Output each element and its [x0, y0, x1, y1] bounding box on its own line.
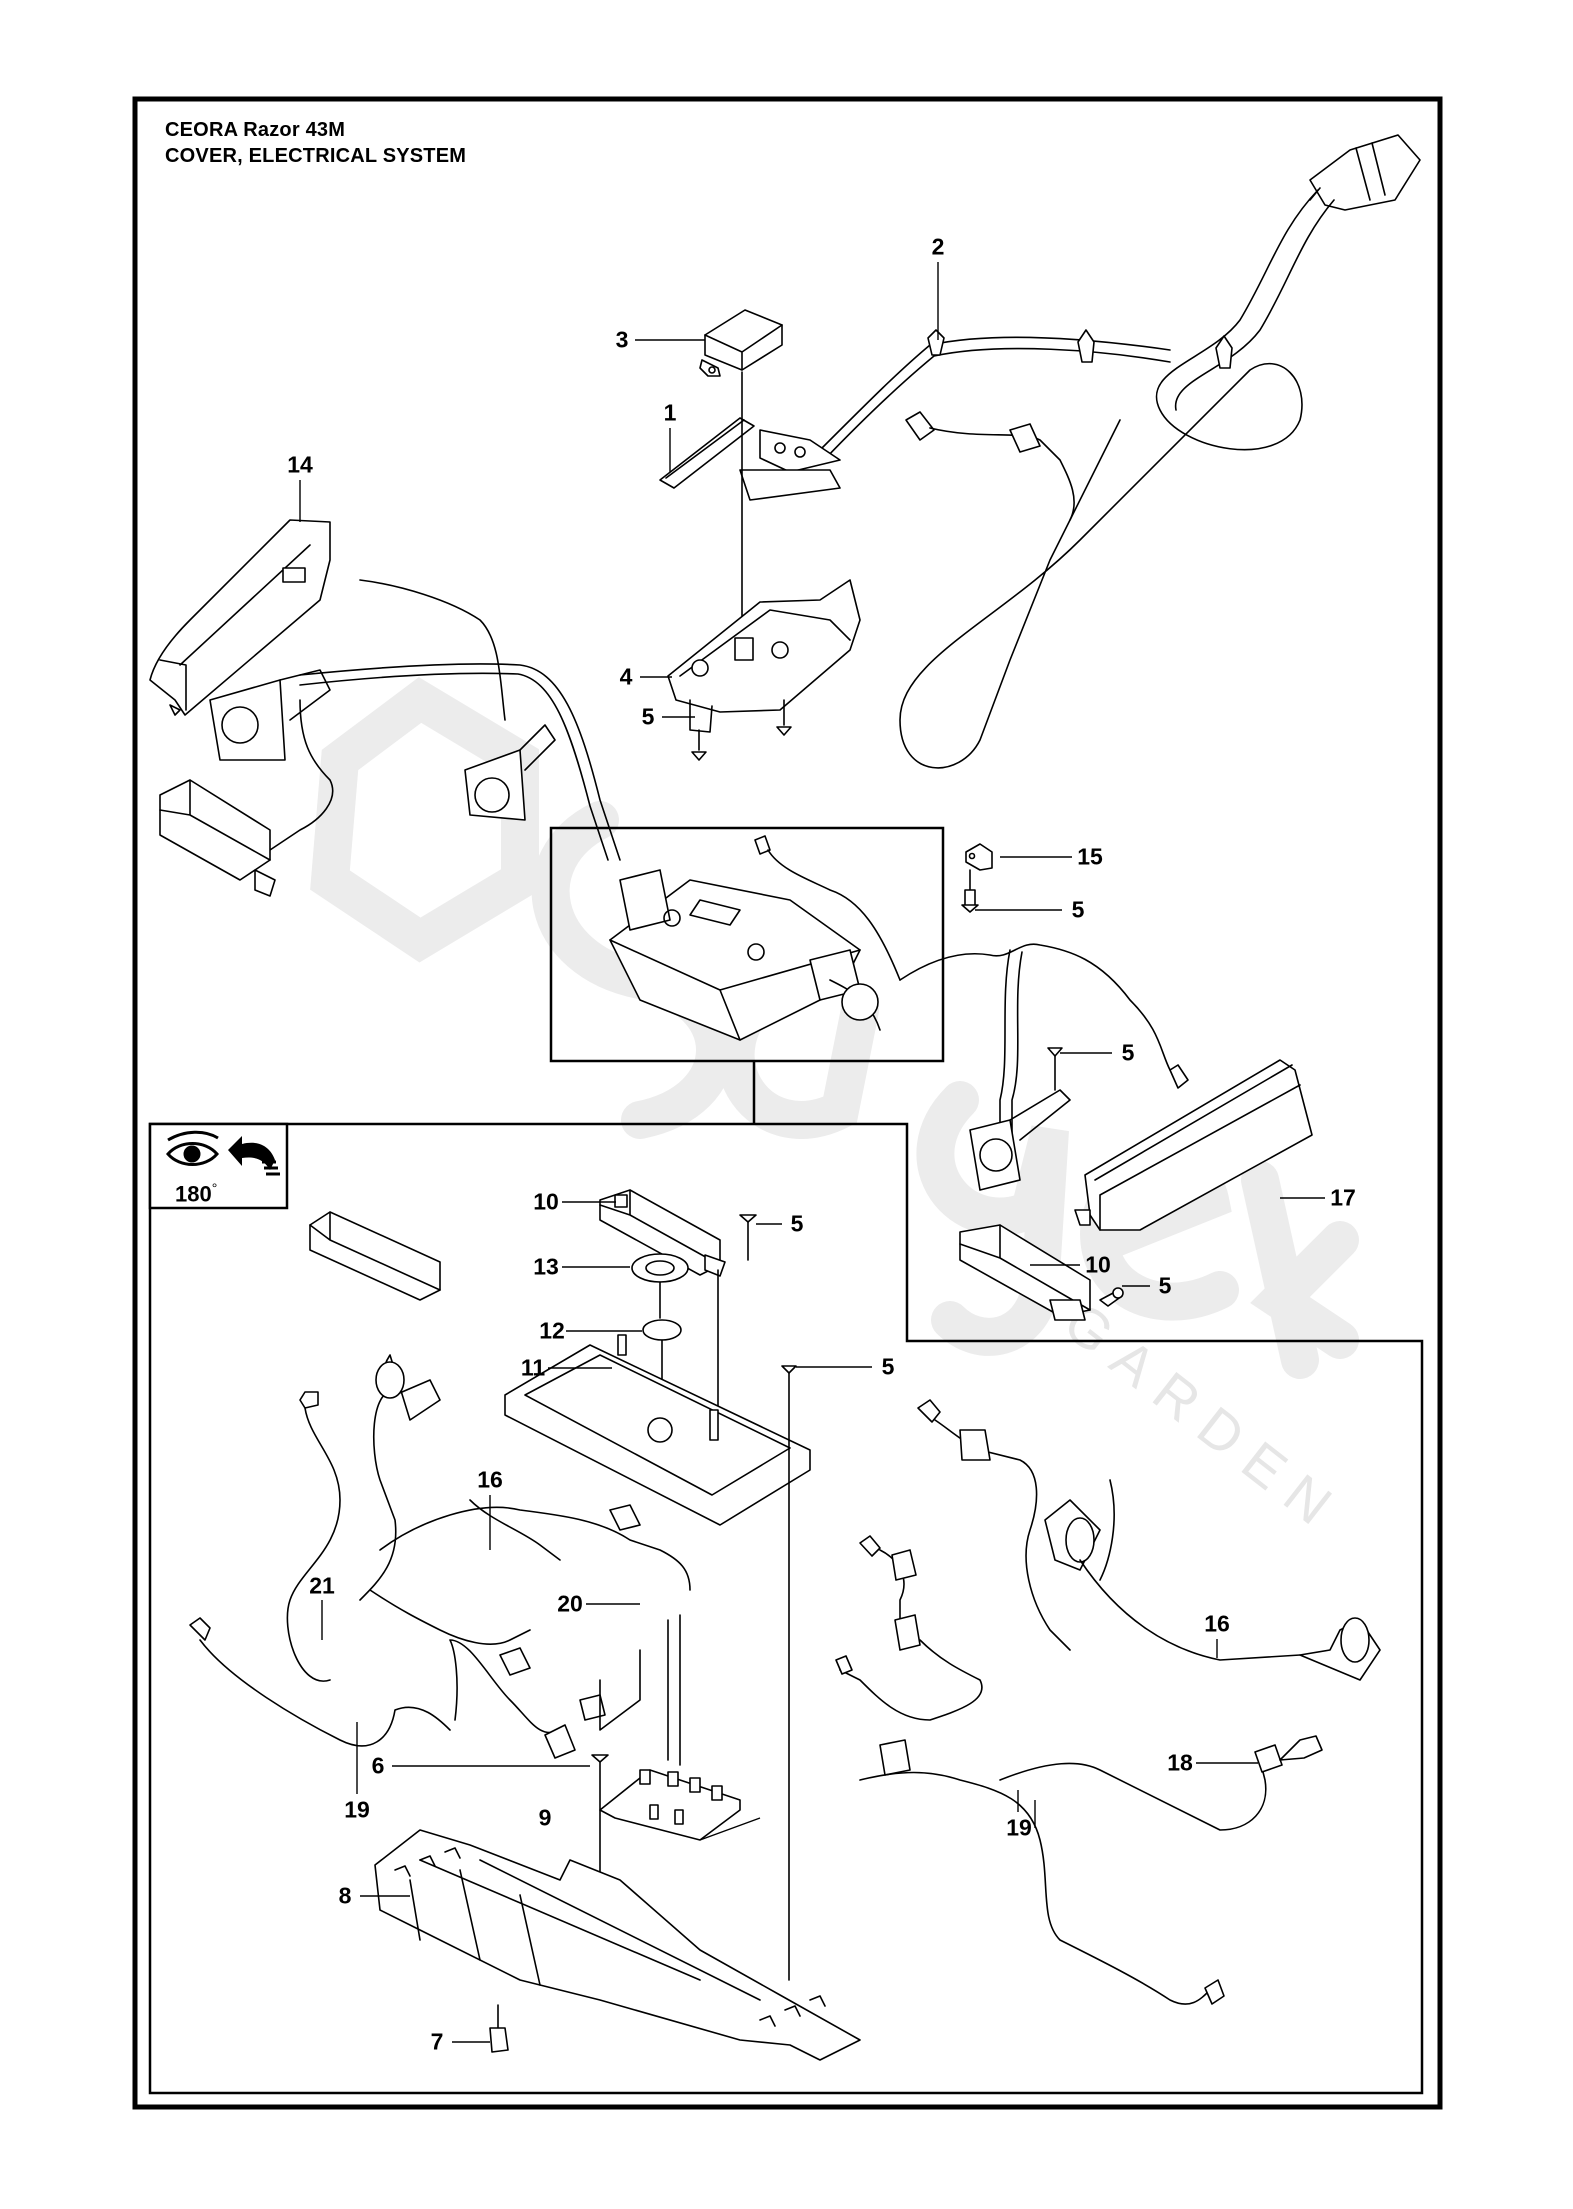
leader-lines: [299, 262, 1325, 2043]
power-connector-cable: [899, 134, 1421, 769]
model-title: CEORA Razor 43M: [165, 119, 346, 141]
callout-5-screw-lower-b[interactable]: 5: [881, 1353, 895, 1380]
callout-3-sensor-module[interactable]: 3: [615, 326, 629, 353]
cable-clamp-15: [961, 843, 993, 913]
rotation-label: 180°: [175, 1180, 217, 1207]
callout-18-harness-18[interactable]: 18: [1167, 1749, 1193, 1776]
section-title: COVER, ELECTRICAL SYSTEM: [165, 145, 467, 167]
callout-8-chassis-base[interactable]: 8: [338, 1882, 352, 1909]
watermark-letter-g: [916, 1081, 1069, 1356]
callout-5-screw-lower-a[interactable]: 5: [790, 1210, 804, 1237]
screw-lower-icon-b: [781, 1365, 797, 1981]
callout-15-cable-clamp[interactable]: 15: [1077, 843, 1103, 870]
callout-10-antenna-module-right[interactable]: 10: [1085, 1251, 1111, 1278]
callout-1-bracket-plate[interactable]: 1: [663, 399, 677, 426]
antenna-module-left: [159, 779, 276, 897]
antenna-module-spare: [309, 1211, 441, 1301]
callout-16-harness-right[interactable]: 16: [1204, 1610, 1230, 1637]
main-assembly-box: [549, 826, 945, 1063]
callout-10-antenna-module-lower[interactable]: 10: [533, 1188, 559, 1215]
callout-2-cable-clip-top[interactable]: 2: [931, 233, 945, 260]
callout-16-harness-left[interactable]: 16: [477, 1466, 503, 1493]
callout-20-harness-20[interactable]: 20: [557, 1590, 583, 1617]
callout-13-buzzer[interactable]: 13: [533, 1253, 559, 1280]
harness-left-lower: [189, 1354, 691, 1759]
callout-6-screw-pcb[interactable]: 6: [371, 1752, 385, 1779]
harness-right-upper: [899, 943, 1189, 1161]
harness-left-top: [269, 579, 621, 861]
degree-symbol: °: [211, 1180, 218, 1196]
circuit-board-9: [599, 1614, 741, 1841]
subassembly-frame: [148, 1122, 1424, 2095]
screw-lower-icon-a: [717, 1214, 757, 1431]
callout-19-harness-19-right[interactable]: 19: [1006, 1814, 1032, 1841]
left-light-cover-14: [149, 519, 331, 716]
outer-frame: [132, 96, 1443, 2110]
callout-9-circuit-board[interactable]: 9: [538, 1804, 552, 1831]
callout-5-screw-right[interactable]: 5: [1121, 1039, 1135, 1066]
watermark-logo: [310, 677, 539, 963]
screw-icons-upper: [691, 699, 792, 761]
main-control-unit: [609, 835, 901, 1041]
connector-housing-4: [667, 579, 861, 733]
screw-module-right: [1099, 1287, 1124, 1307]
antenna-module-lower-10: [599, 1189, 726, 1277]
callout-5-screw-clamp[interactable]: 5: [1071, 896, 1085, 923]
speaker-left-b: [464, 724, 556, 821]
right-light-cover-17: [1074, 1059, 1313, 1231]
callout-19-harness-19-left[interactable]: 19: [344, 1796, 370, 1823]
rotate-arrow-icon: [228, 1136, 280, 1176]
rotation-value: 180: [175, 1181, 212, 1207]
screw-right-5: [1047, 1047, 1063, 1091]
callout-11-board-frame[interactable]: 11: [520, 1354, 546, 1381]
callout-12-gasket[interactable]: 12: [539, 1317, 565, 1344]
watermark-letter-k: [1241, 1161, 1359, 1379]
chassis-base-8: [374, 1829, 861, 2061]
callout-7-connector-plug[interactable]: 7: [430, 2028, 444, 2055]
sensor-module-3: [699, 309, 783, 377]
speaker-right-upper: [969, 1089, 1071, 1191]
speaker-left-a: [209, 669, 331, 761]
buzzer-13: [631, 1253, 689, 1319]
callout-4-connector-housing[interactable]: 4: [619, 663, 633, 690]
callout-5-screw-module-right[interactable]: 5: [1158, 1272, 1172, 1299]
callout-21-harness-21[interactable]: 21: [309, 1572, 335, 1599]
eye-icon: [166, 1130, 219, 1166]
antenna-module-right-10: [959, 1224, 1091, 1321]
harness-top: [819, 329, 1233, 521]
callout-14-left-light-cover[interactable]: 14: [287, 451, 313, 478]
callout-5-screw-upper[interactable]: 5: [641, 703, 655, 730]
connector-plug-7: [489, 2004, 509, 2053]
board-frame-11: [504, 1334, 811, 1526]
bracket-plate-1: [659, 417, 841, 501]
callout-17-right-light-cover[interactable]: 17: [1330, 1184, 1356, 1211]
harness-right-lower: [835, 1399, 1381, 2005]
